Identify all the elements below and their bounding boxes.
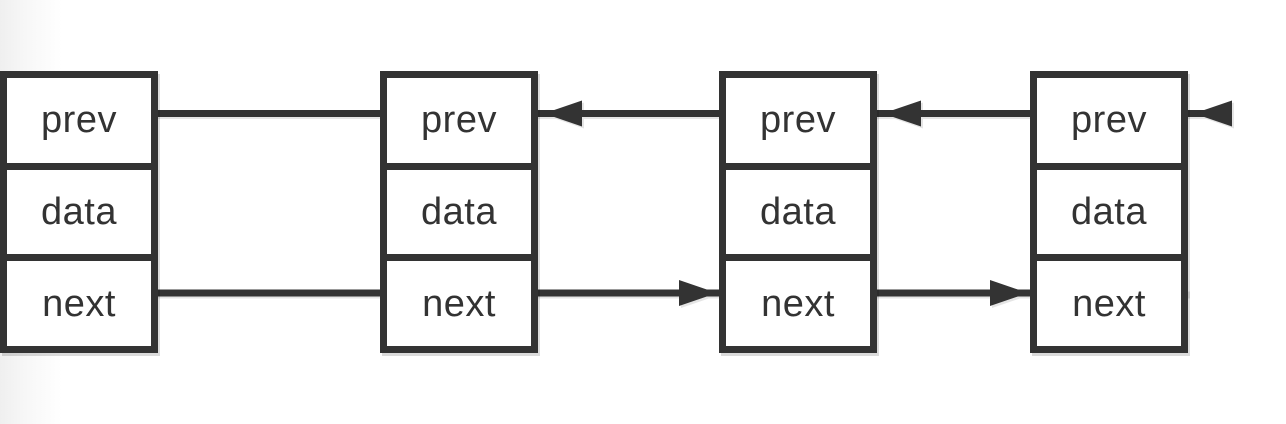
next-arrowhead-icon — [679, 280, 717, 306]
prev-field: prev — [1037, 78, 1181, 163]
prev-field: prev — [387, 78, 531, 163]
list-node: prev data next — [719, 71, 877, 353]
next-field: next — [387, 254, 531, 347]
data-field: data — [1037, 162, 1181, 255]
data-field: data — [387, 162, 531, 255]
data-field: data — [726, 162, 870, 255]
list-node: prev data next — [380, 71, 538, 353]
prev-arrowhead-icon — [544, 100, 582, 127]
next-field: next — [1037, 254, 1181, 347]
next-arrowhead-icon — [990, 280, 1028, 306]
prev-field: prev — [7, 78, 151, 163]
prev-field: prev — [726, 78, 870, 163]
list-node: prev data next — [0, 71, 158, 353]
data-field: data — [7, 162, 151, 255]
list-node: prev data next — [1030, 71, 1188, 353]
prev-arrowhead-icon — [1194, 100, 1232, 127]
prev-arrowhead-icon — [883, 100, 921, 127]
next-field: next — [726, 254, 870, 347]
next-field: next — [7, 254, 151, 347]
